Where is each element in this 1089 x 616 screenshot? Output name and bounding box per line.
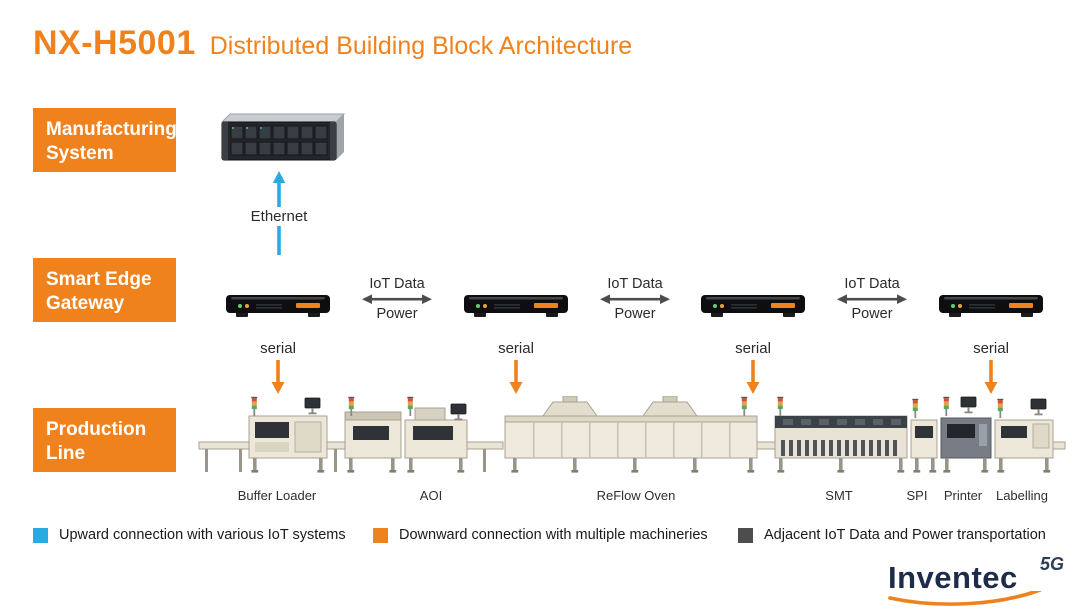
serial-arrow (984, 360, 998, 394)
legend-label: Adjacent IoT Data and Power transportati… (764, 527, 1046, 543)
legend-swatch-blue (33, 527, 48, 543)
machine-label-aoi: AOI (419, 488, 443, 503)
iot-data-label: IoT Data (844, 276, 900, 292)
server-illustration (220, 113, 346, 161)
iot-power-link: IoT Data Power (349, 276, 445, 323)
serial-arrow (746, 360, 760, 394)
power-label: Power (851, 306, 893, 323)
edge-gateway-device (939, 295, 1043, 317)
iot-power-link: IoT Data Power (587, 276, 683, 323)
logo-5g-tag: 5G (1040, 554, 1065, 574)
serial-arrow (271, 360, 285, 394)
power-label: Power (614, 306, 656, 323)
layer-label-smart-edge-gateway: Smart Edge Gateway (33, 258, 176, 322)
serial-link: serial (238, 340, 318, 395)
machine-label-smt: SMT (825, 488, 853, 503)
edge-gateway-device (464, 295, 568, 317)
production-line-illustration (198, 396, 1066, 473)
serial-arrow (509, 360, 523, 394)
serial-link: serial (951, 340, 1031, 395)
product-title: NX-H5001 (33, 24, 196, 62)
legend-upward: Upward connection with various IoT syste… (33, 527, 346, 543)
layer-label-manufacturing-system: Manufacturing System (33, 108, 177, 172)
legend-label: Downward connection with multiple machin… (399, 527, 708, 543)
logo-swoosh (888, 591, 1042, 606)
serial-label: serial (735, 340, 771, 357)
machine-label-buffer-loader: Buffer Loader (237, 488, 317, 503)
serial-link: serial (476, 340, 556, 395)
logo-brand-text: Inventec (888, 560, 1018, 595)
iot-power-link: IoT Data Power (824, 276, 920, 323)
machine-label-spi: SPI (906, 488, 928, 503)
machine-label-printer: Printer (943, 488, 983, 503)
edge-gateway-device (701, 295, 805, 317)
legend-adjacent: Adjacent IoT Data and Power transportati… (738, 527, 1046, 543)
legend-downward: Downward connection with multiple machin… (373, 527, 708, 543)
iot-power-arrow (600, 294, 670, 305)
page-header: NX-H5001 Distributed Building Block Arch… (33, 24, 632, 63)
inventec-logo: Inventec 5G (888, 554, 1078, 612)
iot-power-arrow (837, 294, 907, 305)
iot-data-label: IoT Data (607, 276, 663, 292)
serial-label: serial (498, 340, 534, 357)
edge-gateway-device (226, 295, 330, 317)
legend-swatch-gray (738, 527, 753, 543)
machine-label-reflow-oven: ReFlow Oven (596, 488, 676, 503)
iot-power-arrow (362, 294, 432, 305)
page-title: Distributed Building Block Architecture (209, 32, 633, 60)
serial-label: serial (260, 340, 296, 357)
machine-label-labelling: Labelling (995, 488, 1049, 503)
legend-swatch-orange (373, 527, 388, 543)
ethernet-label: Ethernet (245, 207, 313, 226)
power-label: Power (376, 306, 418, 323)
serial-label: serial (973, 340, 1009, 357)
layer-label-production-line: Production Line (33, 408, 176, 472)
iot-data-label: IoT Data (369, 276, 425, 292)
serial-link: serial (713, 340, 793, 395)
legend-label: Upward connection with various IoT syste… (59, 527, 346, 543)
